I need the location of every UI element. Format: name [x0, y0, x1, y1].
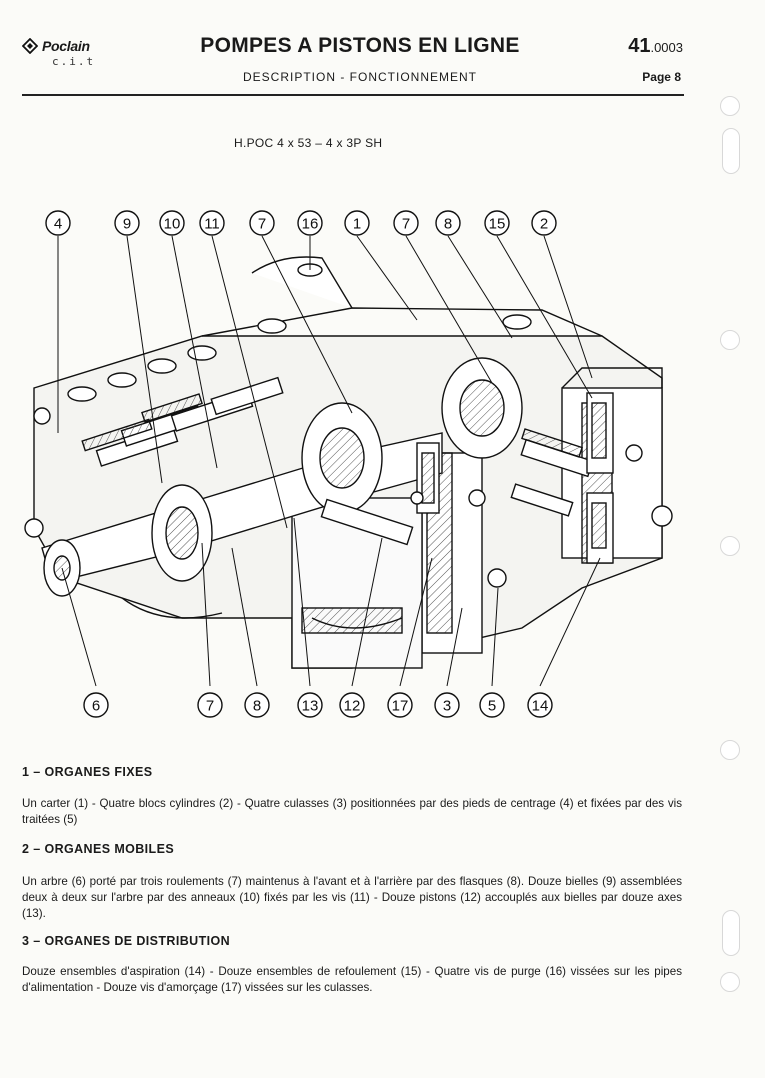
callout-circle	[527, 692, 553, 718]
section-text-fixed-parts: Un carter (1) - Quatre blocs cylindres (…	[22, 797, 682, 826]
section-heading-distribution-parts: 3 – ORGANES DE DISTRIBUTION	[22, 934, 231, 948]
section-heading-fixed-parts: 1 – ORGANES FIXES	[22, 765, 153, 779]
callout-number: 2	[540, 216, 548, 233]
callout-circle	[339, 692, 365, 718]
section-text-distribution-parts: Douze ensembles d'aspiration (14) - Douz…	[22, 965, 682, 994]
callout-number: 7	[402, 216, 410, 233]
callout-number: 5	[488, 698, 496, 715]
callout-number: 8	[444, 216, 452, 233]
binder-hole	[720, 536, 740, 556]
brand-logo: Poclain c.i.t	[22, 36, 132, 76]
document-subtitle: DESCRIPTION - FONCTIONNEMENT	[243, 70, 477, 84]
document-number-sub: .0003	[650, 40, 683, 55]
callout-circle	[387, 692, 413, 718]
callout-number: 1	[353, 216, 361, 233]
binder-hole	[722, 910, 740, 956]
binder-hole	[720, 96, 740, 116]
callout-circle	[45, 210, 71, 236]
figure-caption: H.POC 4 x 53 – 4 x 3P SH	[234, 136, 383, 150]
binder-hole	[720, 330, 740, 350]
callout-row-bottom: 6 7 8 13 12 17 3 5 14	[83, 692, 553, 718]
callout-circle	[297, 210, 323, 236]
callout-number: 6	[92, 698, 100, 715]
callout-circle	[249, 210, 275, 236]
callout-circle	[197, 692, 223, 718]
document-number-main: 41	[628, 35, 651, 57]
callout-circle	[297, 692, 323, 718]
callout-circle	[393, 210, 419, 236]
section-text-moving-parts: Un arbre (6) porté par trois roulements …	[22, 875, 682, 920]
callout-number: 16	[302, 216, 319, 233]
callout-circle	[344, 210, 370, 236]
callout-circle	[159, 210, 185, 236]
callout-number: 7	[258, 216, 266, 233]
callout-number: 7	[206, 698, 214, 715]
callout-circle	[83, 692, 109, 718]
binder-hole	[722, 128, 740, 174]
callout-number: 10	[164, 216, 181, 233]
header-divider	[22, 94, 684, 96]
poclain-diamond-icon	[22, 38, 38, 54]
callout-number: 9	[123, 216, 131, 233]
callout-number: 13	[302, 698, 319, 715]
callout-number: 11	[204, 216, 220, 233]
callout-row-top: 4 9 10 11 7 16 1 7 8 15 2	[45, 210, 557, 236]
callout-circle	[484, 210, 510, 236]
callout-number: 4	[54, 216, 62, 233]
callout-number: 15	[489, 216, 506, 233]
section-heading-moving-parts: 2 – ORGANES MOBILES	[22, 842, 175, 856]
callout-circle	[531, 210, 557, 236]
page-number: Page 8	[642, 70, 681, 84]
callout-circle	[434, 692, 460, 718]
callout-number: 12	[344, 698, 361, 715]
callout-number: 3	[443, 698, 451, 715]
callout-circle	[244, 692, 270, 718]
callout-number: 14	[532, 698, 549, 715]
callout-circle	[114, 210, 140, 236]
binder-hole	[720, 972, 740, 992]
brand-name: Poclain	[42, 38, 90, 54]
document-title: POMPES A PISTONS EN LIGNE	[200, 34, 520, 57]
callout-number: 17	[392, 698, 409, 715]
pump-body	[24, 235, 673, 687]
binder-hole	[720, 740, 740, 760]
callout-number: 8	[253, 698, 261, 715]
callout-circle	[479, 692, 505, 718]
callout-circle	[435, 210, 461, 236]
callout-circle	[199, 210, 225, 236]
brand-subtitle: c.i.t	[52, 55, 96, 68]
document-number: 41.0003	[628, 35, 683, 58]
